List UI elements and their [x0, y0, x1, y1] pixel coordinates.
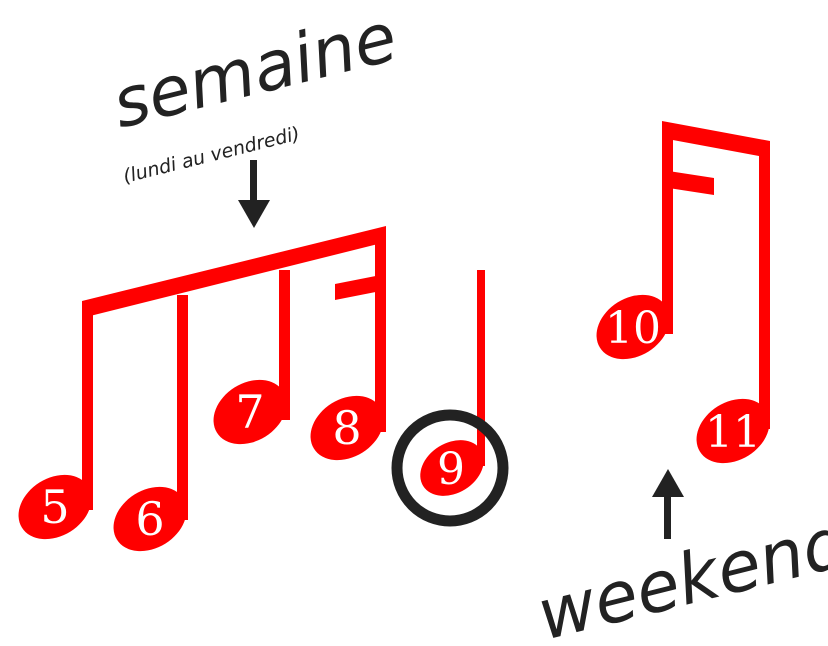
week-arrow	[238, 160, 270, 228]
note-10: 10	[596, 294, 670, 360]
stem-7	[279, 270, 290, 420]
note-number-10: 10	[605, 303, 661, 354]
note-6: 6	[113, 486, 187, 552]
note-5: 5	[18, 474, 92, 540]
note-number-8: 8	[332, 401, 361, 455]
highlight-circle	[391, 409, 509, 527]
stem-8	[375, 232, 386, 432]
weekend-main-beam	[662, 121, 770, 158]
week-label: semaine	[105, 0, 405, 144]
weekend-note-group: 10 11	[596, 121, 770, 464]
note-number-7: 7	[235, 385, 264, 439]
stem-5	[82, 305, 93, 510]
week-label-group: semaine (lundi au vendredi)	[105, 0, 405, 228]
note-9-group: 9	[391, 270, 509, 527]
weekend-secondary-beam	[662, 170, 714, 195]
note-number-6: 6	[135, 492, 164, 546]
note-head-5	[18, 474, 92, 540]
weekend-label-group: weekend	[529, 469, 828, 646]
weekday-secondary-beam	[335, 274, 386, 300]
note-head-11	[696, 398, 770, 464]
stem-10	[662, 124, 673, 334]
note-head-6	[113, 486, 187, 552]
stem-6	[177, 295, 188, 520]
note-head-9	[420, 440, 484, 496]
note-8: 8	[310, 395, 384, 461]
note-number-9: 9	[437, 444, 465, 495]
stem-9	[477, 270, 485, 466]
note-11: 11	[696, 398, 770, 464]
note-head-10	[596, 294, 670, 360]
stem-11	[759, 144, 770, 429]
weekend-label: weekend	[529, 500, 828, 646]
note-head-8	[310, 395, 384, 461]
note-number-5: 5	[40, 480, 69, 534]
note-7: 7	[213, 379, 287, 445]
note-number-11: 11	[705, 407, 761, 458]
note-head-7	[213, 379, 287, 445]
weekday-main-beam	[82, 226, 386, 318]
weekday-note-group: 5 6 7 8	[18, 226, 386, 552]
weekend-arrow	[652, 469, 684, 539]
